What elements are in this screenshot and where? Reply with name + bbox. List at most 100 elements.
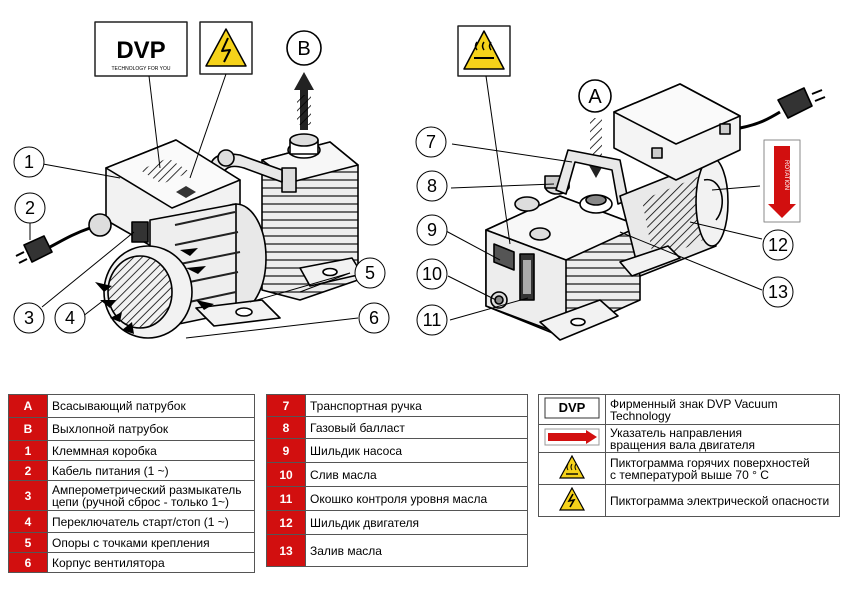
callout-13: 13 (762, 276, 794, 308)
svg-text:5: 5 (365, 263, 375, 283)
legend-label: Транспортная ручка (310, 398, 422, 413)
legend-row: 9 Шильдик насоса (266, 438, 528, 463)
legend-label: с температурой выше 70 ° C (610, 467, 769, 482)
exhaust-port-marker: B (286, 30, 322, 130)
legend-row: B Выхлопной патрубок (8, 417, 255, 441)
legend-label: Залив масла (310, 543, 382, 558)
legend-code: 8 (266, 416, 306, 439)
legend-code: 4 (8, 510, 48, 533)
legend-label: Газовый балласт (310, 420, 405, 435)
rotation-sign: ROTATION (763, 139, 801, 223)
pump-illustration: DVP TECHNOLOGY FOR YOU B (13, 21, 826, 341)
callout-10: 10 (416, 258, 448, 290)
svg-text:1: 1 (24, 152, 34, 172)
legend-code: 13 (266, 534, 306, 567)
svg-text:7: 7 (426, 132, 436, 152)
dvp-logo-icon: DVP (538, 394, 606, 425)
callout-11: 11 (416, 304, 448, 336)
legend-code: 12 (266, 510, 306, 535)
legend-row: 13 Залив масла (266, 534, 528, 567)
legend-label: цепи (ручной сброс - только 1~) (52, 494, 230, 509)
electrical-warning-icon (538, 484, 606, 517)
legend-label: Шильдик насоса (310, 443, 403, 458)
legend-label: Всасывающий патрубок (52, 399, 186, 413)
callout-8: 8 (416, 170, 448, 202)
legend-label: Фирменный знак DVP Vacuum Technology (610, 396, 778, 423)
legend-label: вращения вала двигателя (610, 437, 755, 452)
legend-row: 11 Окошко контроля уровня масла (266, 486, 528, 511)
legend-code: 9 (266, 438, 306, 463)
legend-row: 12 Шильдик двигателя (266, 510, 528, 535)
svg-text:4: 4 (65, 308, 75, 328)
dvp-logo-text: DVP (116, 37, 165, 64)
svg-text:10: 10 (422, 264, 442, 284)
legend-code: 2 (8, 460, 48, 481)
legend-row: 8 Газовый балласт (266, 416, 528, 439)
legend-label: Корпус вентилятора (52, 555, 165, 570)
legend-row: 4 Переключатель старт/стоп (1 ~) (8, 510, 255, 533)
dvp-logo-sign: DVP TECHNOLOGY FOR YOU (94, 21, 188, 77)
legend-code: 7 (266, 394, 306, 417)
callout-1: 1 (13, 146, 45, 178)
hot-surface-sign (457, 25, 511, 77)
legend-table-left: A Всасывающий патрубок B Выхлопной патрубо… (8, 394, 255, 573)
legend-row: Пиктограмма электрической опасности (538, 484, 840, 517)
legend-row: 7 Транспортная ручка (266, 394, 528, 417)
exhaust-port-marker-label: B (297, 38, 310, 60)
legend-label: Клеммная коробка (52, 443, 157, 458)
legend-label: Окошко контроля уровня масла (310, 491, 488, 506)
leader-lines (29, 73, 763, 339)
legend-label: Выхлопной патрубок (52, 422, 169, 436)
legend-code: 3 (8, 480, 48, 511)
svg-text:8: 8 (427, 176, 437, 196)
legend-code: B (8, 417, 48, 441)
svg-text:9: 9 (427, 220, 437, 240)
callout-5: 5 (354, 257, 386, 289)
legend-table-symbols: DVP Фирменный знак DVP Vacuum Technology… (538, 394, 840, 517)
callout-6: 6 (358, 302, 390, 334)
legend-row: 1 Клеммная коробка (8, 440, 255, 461)
callout-7: 7 (415, 126, 447, 158)
legend-label: Указатель направления (610, 425, 743, 440)
legend-code: 5 (8, 532, 48, 553)
legend-label: Шильдик двигателя (310, 515, 419, 530)
electrical-warning-sign (199, 21, 253, 75)
svg-text:3: 3 (24, 308, 34, 328)
legend-label: Пиктограмма горячих поверхностей (610, 455, 810, 470)
legend-row: 5 Опоры с точками крепления (8, 532, 255, 553)
callout-labels: 1 2 3 4 5 6 7 8 9 10 11 12 13 (13, 126, 794, 336)
legend-code: 11 (266, 486, 306, 511)
intake-port-marker: A (578, 79, 612, 178)
legend-code: 10 (266, 462, 306, 487)
legend-label: Кабель питания (1 ~) (52, 463, 169, 478)
svg-text:6: 6 (369, 308, 379, 328)
intake-port-marker-label: A (588, 86, 602, 108)
svg-text:13: 13 (768, 282, 788, 302)
callout-4: 4 (54, 302, 86, 334)
legend-code: 6 (8, 552, 48, 573)
legend-label: Переключатель старт/стоп (1 ~) (52, 514, 229, 529)
legend-label: Амперометрический размыкатель (52, 482, 242, 497)
svg-text:12: 12 (768, 235, 788, 255)
legend-row: 6 Корпус вентилятора (8, 552, 255, 573)
svg-text:11: 11 (423, 310, 442, 330)
hot-surface-warning-icon (538, 452, 606, 485)
legend-label: Опоры с точками крепления (52, 535, 210, 550)
legend-row: 2 Кабель питания (1 ~) (8, 460, 255, 481)
legend-row: A Всасывающий патрубок (8, 394, 255, 418)
callout-3: 3 (13, 302, 45, 334)
legend-label: Пиктограмма электрической опасности (610, 493, 830, 508)
callout-2: 2 (14, 192, 46, 224)
dvp-logo-icon-text: DVP (559, 400, 586, 415)
legend-row: DVP Фирменный знак DVP Vacuum Technology (538, 394, 840, 425)
rotation-sign-text: ROTATION (783, 160, 789, 190)
right-pump-view: A (457, 25, 826, 341)
dvp-logo-tagline: TECHNOLOGY FOR YOU (112, 66, 171, 72)
legend-code: A (8, 394, 48, 418)
legend-code: 1 (8, 440, 48, 461)
